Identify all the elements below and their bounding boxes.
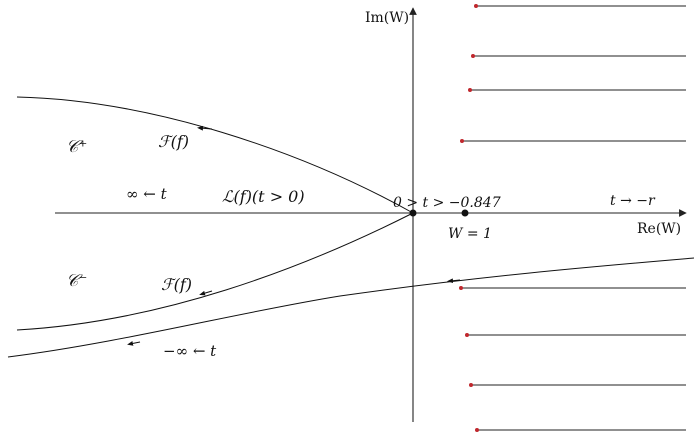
branch-point [474,4,478,8]
branch-point [471,54,475,58]
long-contour-arrow-left [127,341,141,346]
long-lower-contour [7,257,695,358]
t-to-r-label: t → −r [610,193,656,209]
branch-point [475,428,479,432]
x-axis-label: Re(W) [637,221,681,237]
upper-branch-cuts [460,4,686,143]
upper-contour-arrow [197,125,213,131]
branch-point [468,88,472,92]
c-minus-label: 𝒞⁻ [66,271,87,291]
lower-branch-cuts [459,286,686,432]
f-lower-label: ℱ(f) [161,275,192,294]
branch-point [460,139,464,143]
branch-point [469,383,473,387]
neg-inf-label: −∞ ← t [163,342,217,360]
laplace-label: ℒ(f)(t > 0) [222,187,305,206]
lower-contour-curve [16,212,414,331]
inf-left-label: ∞ ← t [126,185,168,203]
origin-point [409,209,417,217]
long-contour-arrow-right [447,278,461,284]
branch-point [459,286,463,290]
c-plus-label: 𝒞⁺ [66,137,87,157]
branch-point [465,333,469,337]
origin-range-label: 0 > t > −0.847 [393,195,501,211]
f-upper-label: ℱ(f) [158,132,189,151]
upper-contour-curve [16,96,414,214]
w-one-point [461,209,469,217]
lower-contour-arrow [199,290,213,296]
y-axis-label: Im(W) [365,10,409,26]
w-one-label: W = 1 [448,226,492,242]
